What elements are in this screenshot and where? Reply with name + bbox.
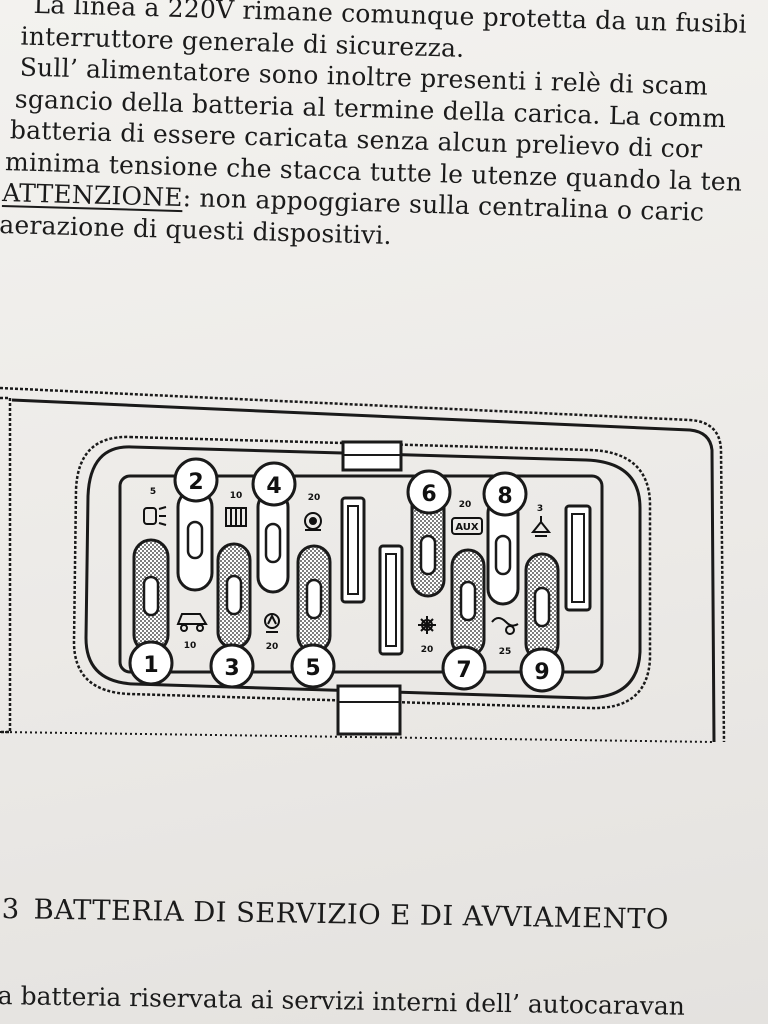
cabin-light-icon: [530, 516, 552, 537]
fuse-box-diagram: 1 2 3 4 5 6 7 8 9 5 10 20 20 3 10 20 20 …: [0, 380, 768, 750]
svg-text:3: 3: [224, 656, 239, 681]
attention-label: ATTENZIONE: [1, 178, 184, 213]
fuse-number-9: 9: [519, 647, 565, 693]
fuse-pictograms: AUX: [143, 506, 552, 635]
heater-icon: [225, 507, 247, 527]
fuse-slot-8: [486, 496, 520, 606]
headlight-icon: [143, 506, 167, 526]
lamp-icon: [264, 613, 280, 633]
water-pump-icon: [491, 617, 519, 635]
amp-label: 10: [184, 641, 197, 651]
amp-label: 10: [230, 491, 243, 501]
svg-text:1: 1: [143, 653, 158, 678]
inner-housing: [72, 435, 652, 736]
fuse-slot-4: [256, 490, 290, 594]
fuse-slot-5: [296, 544, 332, 654]
fuse-slot-long-c: [564, 504, 592, 612]
amp-label: 20: [308, 493, 321, 503]
fuse-number-1: 1: [128, 640, 174, 686]
fuse-slot-1: [132, 538, 170, 654]
amp-label: 20: [459, 500, 472, 510]
section-number: 3: [1, 893, 20, 926]
fuse-slot-7: [450, 548, 486, 658]
amp-label: 20: [266, 642, 279, 652]
fuse-slots: [132, 488, 592, 662]
fuse-panel-border: [118, 474, 604, 674]
fuse-slot-3: [216, 542, 252, 650]
fuse-number-circles: 1 2 3 4 5 6 7 8 9: [128, 457, 565, 693]
instructions-paragraph: La linea a 220V rimane comunque protetta…: [0, 0, 768, 262]
fuse-slot-2: [176, 488, 214, 592]
fuse-number-7: 7: [441, 645, 487, 691]
amp-ratings: 5 10 20 20 3 10 20 20 25: [150, 487, 543, 657]
svg-text:6: 6: [421, 482, 436, 507]
pump-icon: [304, 512, 322, 531]
svg-text:AUX: AUX: [455, 522, 479, 533]
svg-text:4: 4: [266, 474, 281, 499]
fuse-number-4: 4: [251, 461, 297, 507]
bottom-text-line: a batteria riservata ai servizi interni …: [0, 981, 686, 1021]
aux-icon: AUX: [451, 517, 483, 535]
svg-text:9: 9: [534, 660, 549, 685]
section-heading: 3 BATTERIA DI SERVIZIO E DI AVVIAMENTO: [1, 893, 669, 935]
amp-label: 20: [421, 645, 434, 655]
car-icon: [176, 613, 208, 632]
svg-text:8: 8: [497, 484, 512, 509]
amp-label: 3: [537, 504, 543, 514]
fuse-slot-9: [524, 552, 560, 662]
fuse-number-8: 8: [482, 471, 528, 517]
fuse-number-2: 2: [173, 457, 219, 503]
svg-text:5: 5: [305, 656, 320, 681]
fuse-slot-long-b: [378, 544, 404, 656]
fuse-slot-6: [410, 488, 446, 598]
section-title: BATTERIA DI SERVIZIO E DI AVVIAMENTO: [33, 893, 670, 936]
fuse-number-3: 3: [209, 643, 255, 689]
fuse-number-5: 5: [290, 643, 336, 689]
fuse-number-6: 6: [406, 469, 452, 515]
outer-frame: [0, 386, 726, 743]
amp-label: 5: [150, 487, 156, 497]
amp-label: 25: [499, 647, 512, 657]
fan-icon: [418, 616, 436, 634]
svg-text:7: 7: [456, 658, 471, 683]
fuse-slot-long-a: [340, 496, 366, 604]
svg-text:2: 2: [188, 470, 203, 495]
fuse-box-svg: 1 2 3 4 5 6 7 8 9 5 10 20 20 3 10 20 20 …: [0, 386, 726, 743]
